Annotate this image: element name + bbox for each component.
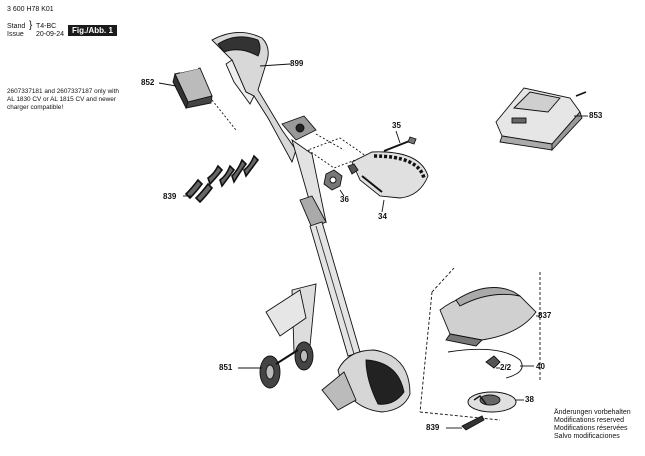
stand-code: T4-BC [36, 23, 57, 30]
part-label-34: 34 [378, 212, 387, 221]
part-label-36: 36 [340, 195, 349, 204]
nut-36 [323, 163, 359, 191]
battery-852 [172, 67, 213, 110]
charger-853 [495, 87, 587, 152]
notice-fr: Modifications réservées [554, 425, 628, 432]
part-label-35: 35 [392, 121, 401, 130]
wheel-guide-851 [259, 283, 317, 389]
aux-handle-34 [351, 151, 429, 199]
notice-de: Änderungen vorbehalten [554, 409, 631, 416]
part-label-2-2: 2/2 [500, 363, 512, 372]
part-label-899: 899 [290, 59, 304, 68]
part-label-38: 38 [525, 395, 534, 404]
motor-head [321, 349, 411, 413]
handle-899 [211, 32, 327, 229]
clip-839-lower [461, 415, 485, 431]
part-label-851: 851 [219, 363, 233, 372]
blade-2-2 [485, 355, 501, 369]
part-label-837: 837 [538, 311, 552, 320]
clips-839-upper [184, 154, 260, 204]
wire-40 [447, 348, 523, 379]
notice-es: Salvo modificaciones [554, 433, 620, 440]
compat-note-line-3: charger compatible! [7, 104, 64, 111]
part-label-839-upper: 839 [163, 192, 177, 201]
part-label-853: 853 [589, 111, 603, 120]
part-label-839-lower: 839 [426, 423, 440, 432]
notice-en: Modifications reserved [554, 417, 625, 424]
compat-note: 2607337181 and 2607337187 only with AL 1… [7, 88, 119, 112]
issue-label: Issue [7, 31, 24, 38]
issue-date: 20-09-24 [36, 31, 65, 38]
modifications-notice: Änderungen vorbehalten Modifications res… [554, 409, 631, 441]
part-label-852: 852 [141, 78, 155, 87]
part-label-40: 40 [536, 362, 545, 371]
compat-note-line-1: 2607337181 and 2607337187 only with [7, 88, 119, 95]
bolt-35 [383, 136, 417, 152]
shaft [309, 221, 361, 357]
spool-38 [467, 391, 517, 413]
guard-837 [439, 287, 537, 347]
bracket-glyph: } [29, 20, 33, 31]
document-number: 3 600 H78 K01 [7, 6, 54, 13]
figure-badge: Fig./Abb. 1 [68, 25, 117, 36]
compat-note-line-2: AL 1830 CV or AL 1815 CV and newer [7, 96, 116, 103]
stand-label: Stand [7, 23, 26, 30]
